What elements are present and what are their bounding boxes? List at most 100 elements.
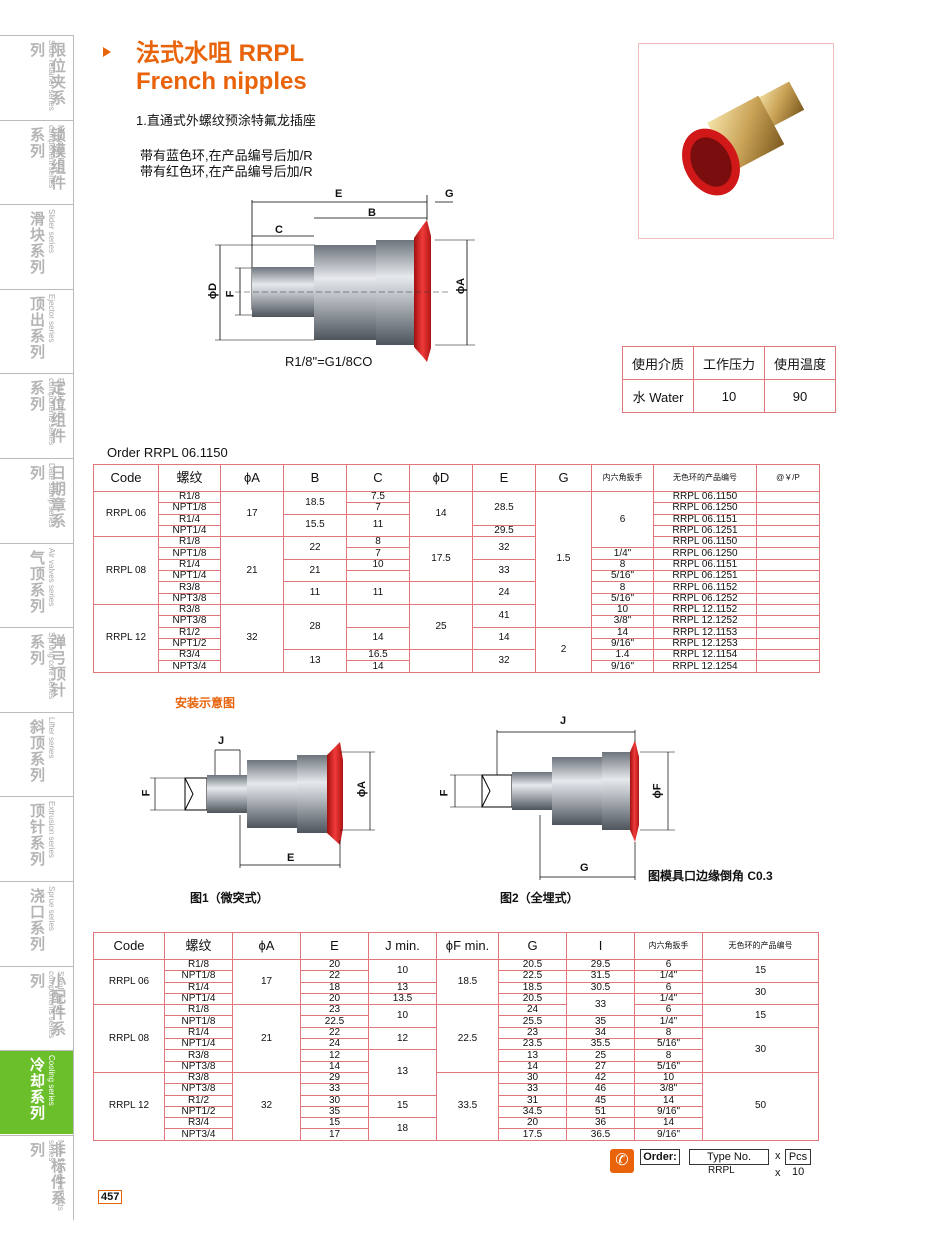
media-header-pressure: 工作压力 [693, 346, 765, 380]
table-cell: 24 [300, 1038, 369, 1051]
table-cell: 5/16" [591, 592, 654, 605]
fig2-dim-phiF: ϕF [651, 783, 664, 799]
table-header: 无色环的产品编号 [702, 932, 819, 960]
table-cell: R1/2 [158, 626, 221, 639]
table-cell: 28 [283, 603, 347, 651]
table-cell: 6 [634, 1004, 703, 1017]
table-cell: 17 [220, 490, 284, 538]
table-cell: RRPL 06.1151 [653, 558, 757, 572]
code-cell: RRPL 06 [93, 958, 165, 1006]
table-cell: 21 [220, 536, 284, 605]
table-cell: 32 [220, 603, 284, 673]
table-header: B [283, 464, 347, 492]
order-example: Order RRPL 06.1150 [107, 445, 228, 460]
table-cell: 33 [472, 558, 536, 583]
table-cell: 9/16" [634, 1128, 703, 1141]
empty-cell [409, 581, 473, 605]
table-cell: 14 [634, 1117, 703, 1130]
table-cell: 6 [634, 958, 703, 972]
table-cell: 28.5 [472, 491, 536, 526]
table-cell: NPT1/8 [158, 502, 221, 515]
table-cell: 23.5 [498, 1038, 567, 1051]
table-header: 内六角扳手 [591, 464, 654, 492]
nipple-dimension-drawing [215, 195, 475, 362]
media-value-temperature: 90 [764, 379, 836, 413]
table-cell: 32 [472, 536, 536, 560]
table-cell: 50 [702, 1071, 819, 1141]
table-cell: 17 [300, 1128, 369, 1141]
table-header: Code [93, 932, 165, 960]
note-red-ring: 带有红色环,在产品编号后加/R [140, 164, 313, 179]
media-header-temperature: 使用温度 [764, 346, 836, 380]
sidebar-tab-label: 斜顶系列 [28, 718, 45, 783]
order-label: Order: [640, 1149, 680, 1165]
table-cell: 1.4 [591, 649, 654, 662]
table-cell: 21 [232, 1004, 301, 1073]
table-cell: 35 [300, 1105, 369, 1119]
table-cell: 6 [591, 490, 654, 549]
table-cell: NPT1/4 [158, 524, 221, 538]
table-cell: 18.5 [498, 981, 567, 994]
subtitle: 1.直通式外螺纹预涂特氟龙插座 [136, 113, 316, 128]
sidebar-tab-label: 滑块系列 [28, 211, 45, 276]
media-header-medium: 使用介质 [622, 346, 694, 380]
table-cell: 14 [498, 1060, 567, 1073]
dim-A: ϕA [455, 277, 468, 295]
table-header: 螺纹 [158, 464, 221, 492]
code-cell: RRPL 12 [93, 603, 159, 673]
table-cell: RRPL 06.1251 [653, 524, 757, 538]
table-header: @￥/P [756, 464, 820, 492]
table-cell: RRPL 06.1152 [653, 581, 757, 594]
media-value-medium: 水 Water [622, 379, 694, 413]
table-cell: 36 [566, 1117, 635, 1130]
table-cell: 34 [566, 1026, 635, 1040]
table-cell: 15 [368, 1094, 437, 1119]
table-cell: RRPL 06.1252 [653, 592, 757, 605]
table-cell: RRPL 06.1250 [653, 547, 757, 560]
table-cell: 20 [498, 1117, 567, 1130]
table-cell: RRPL 06.1250 [653, 502, 757, 515]
table-header: Code [93, 464, 159, 492]
table-cell [756, 570, 820, 583]
code-cell: RRPL 12 [93, 1071, 165, 1141]
table-cell: 14 [472, 626, 536, 651]
table-cell [756, 502, 820, 515]
table-cell: 46 [566, 1083, 635, 1096]
table-cell: 1/4" [634, 1015, 703, 1028]
table-cell: 33.5 [436, 1071, 499, 1141]
table-cell: R3/8 [164, 1049, 233, 1062]
table-cell: 2 [535, 626, 592, 673]
install-title: 安装示意图 [175, 696, 236, 710]
phone-icon: ✆ [610, 1149, 634, 1173]
table-cell: 14 [634, 1094, 703, 1107]
table-cell: 12 [300, 1049, 369, 1062]
table-cell: 30 [300, 1094, 369, 1107]
sidebar-tab-label-en: Positioning components series [47, 378, 65, 446]
table-cell: 21 [283, 558, 347, 583]
table-cell: 11 [346, 581, 410, 605]
table-header: I [566, 932, 635, 960]
table-cell: 1/4" [634, 992, 703, 1006]
table-cell [756, 649, 820, 662]
table-cell: R1/8 [158, 490, 221, 504]
table-cell: 22.5 [300, 1015, 369, 1028]
order-x-2: x [775, 1167, 781, 1179]
fig1-dim-E: E [287, 852, 295, 864]
